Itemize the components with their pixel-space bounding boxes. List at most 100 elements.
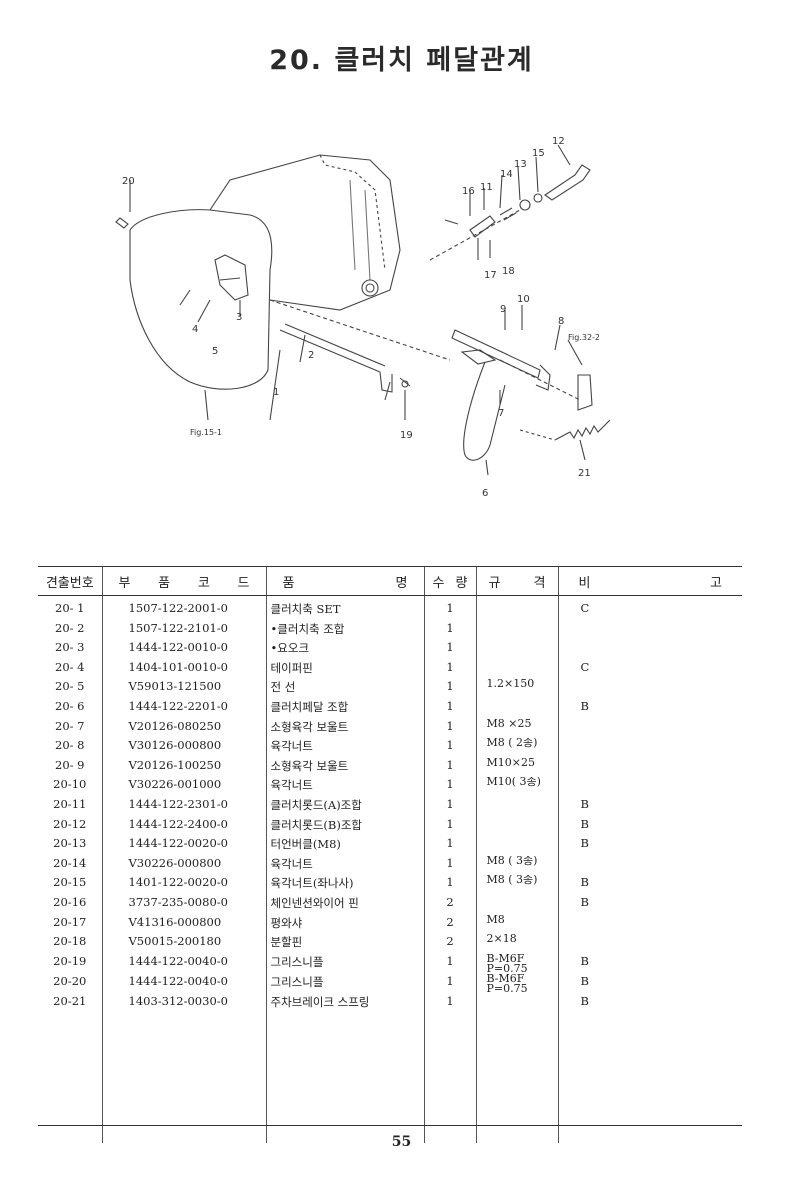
cell-name: 전 선	[265, 679, 424, 699]
cell-qty: 1	[423, 855, 476, 876]
cell-code: V20126-080250	[101, 718, 266, 739]
empty-cell	[38, 1013, 102, 1143]
cell-spec: 2×18	[475, 934, 558, 954]
callout-9: 9	[500, 304, 506, 315]
cell-remark	[557, 934, 742, 954]
cell-spec: M8 ( 3종)	[475, 875, 558, 895]
cell-name: 체인넨션와이어 핀	[265, 894, 424, 915]
cell-name: 주차브레이크 스프링	[265, 993, 424, 1014]
cell-remark: B	[557, 836, 742, 856]
cell-code: 3737-235-0080-0	[101, 894, 266, 915]
callout-11: 11	[480, 182, 493, 193]
callout-3: 3	[236, 312, 242, 323]
cell-code: 1507-122-2001-0	[101, 595, 266, 621]
cell-code: 1444-122-0040-0	[101, 953, 266, 974]
fig-ref-32-2: Fig.32-2	[568, 333, 600, 342]
callout-17: 17	[484, 270, 497, 281]
cell-spec: M10( 3종)	[475, 777, 558, 797]
cell-remark	[557, 640, 742, 660]
cell-no: 20-19	[53, 953, 87, 968]
cell-name: 그리스니플	[265, 973, 424, 994]
cell-no: 20- 4	[55, 659, 85, 674]
cell-no: 20-18	[53, 934, 87, 949]
clutch-housing-outline	[129, 209, 273, 390]
cell-remark: B	[557, 993, 742, 1014]
cell-spec: B-M6F P=0.75	[475, 953, 558, 974]
cell-qty: 1	[423, 659, 476, 680]
cell-remark	[557, 914, 742, 935]
cell-qty: 1	[423, 993, 476, 1014]
cell-code: V41316-000800	[101, 914, 266, 935]
cell-code: V30226-000800	[101, 855, 266, 876]
cell-code: 1404-101-0010-0	[101, 659, 266, 680]
pedal-pivot-shaft	[451, 329, 541, 379]
cell-spec	[475, 796, 558, 817]
cell-no: 20-12	[53, 816, 87, 831]
cell-qty: 1	[423, 595, 476, 621]
cell-qty: 2	[423, 934, 476, 954]
cell-code: 1444-122-0010-0	[101, 640, 266, 660]
cell-code: V30226-001000	[101, 777, 266, 797]
callout-7: 7	[498, 408, 504, 419]
callout-21: 21	[578, 468, 591, 479]
callout-2: 2	[308, 350, 314, 361]
callout-5: 5	[212, 346, 218, 357]
table-empty-space	[38, 1013, 742, 1144]
cell-code: 1444-122-2400-0	[101, 816, 266, 837]
cell-remark	[557, 738, 742, 758]
cell-no: 20-21	[53, 993, 87, 1008]
cell-code: V59013-121500	[101, 679, 266, 699]
cell-no: 20-17	[53, 914, 87, 929]
cell-remark: B	[557, 875, 742, 895]
exploded-parts-diagram: 20 16 11 14 13 15 12 17 18 9 10 8 Fig.32…	[100, 120, 740, 520]
cell-no: 20- 7	[55, 718, 85, 733]
cell-spec	[475, 659, 558, 680]
cell-qty: 1	[423, 738, 476, 758]
cell-no: 20-11	[53, 796, 87, 811]
cell-remark	[557, 718, 742, 739]
cell-name: 소형육각 보울트	[265, 718, 424, 739]
callout-8: 8	[558, 316, 564, 327]
cell-spec: M8 ( 3종)	[475, 855, 558, 876]
cell-spec	[475, 894, 558, 915]
pedal-arm	[463, 361, 506, 461]
cell-code: 1444-122-0020-0	[101, 836, 266, 856]
grease-nipple-20	[115, 217, 129, 229]
cell-qty: 2	[423, 894, 476, 915]
cell-name: 육각너트	[265, 738, 424, 758]
clutch-fork	[214, 254, 249, 301]
cell-code: 1401-122-0020-0	[101, 875, 266, 895]
cell-qty: 1	[423, 757, 476, 778]
cell-remark: B	[557, 816, 742, 837]
callout-4: 4	[192, 324, 198, 335]
cell-spec: M10×25	[475, 757, 558, 778]
clutch-rod-a	[469, 215, 496, 238]
cell-name: 클러치롯드(B)조합	[265, 816, 424, 837]
cell-no: 20-10	[53, 777, 87, 792]
cell-name: 테이퍼핀	[265, 659, 424, 680]
cell-code: 1444-122-2201-0	[101, 698, 266, 719]
cell-name: 그리스니플	[265, 953, 424, 974]
cell-spec	[475, 816, 558, 837]
cell-qty: 1	[423, 698, 476, 719]
cell-name: •요오크	[265, 640, 424, 660]
cell-name: 육각너트	[265, 777, 424, 797]
parking-brake-spring	[554, 419, 611, 441]
cell-code: V20126-100250	[101, 757, 266, 778]
cell-spec: B-M6F P=0.75	[475, 973, 558, 994]
cell-qty: 1	[423, 718, 476, 739]
cell-remark	[557, 757, 742, 778]
cell-spec	[475, 640, 558, 660]
callout-6: 6	[482, 488, 488, 499]
empty-cell	[101, 1013, 266, 1144]
